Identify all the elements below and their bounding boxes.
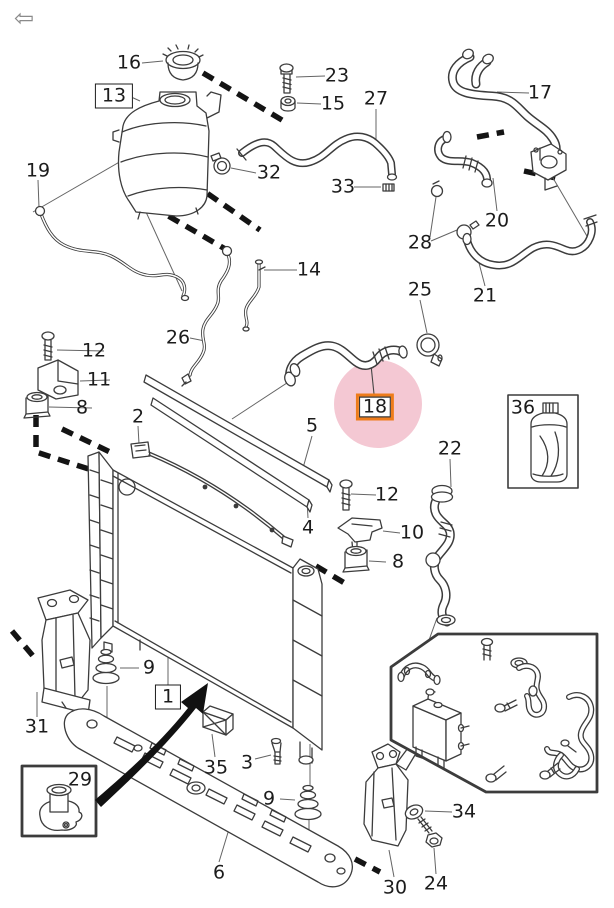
expansion-tank-drawing xyxy=(112,44,222,220)
nut-8-left-drawing xyxy=(23,391,51,419)
bolt-24-drawing xyxy=(417,816,443,848)
mount-9-lower-drawing xyxy=(294,784,322,821)
hose-21-drawing xyxy=(462,214,598,270)
coolant-bottle-box xyxy=(507,394,579,489)
hose-27-drawing xyxy=(236,132,398,181)
callout-19[interactable]: 19 xyxy=(25,159,51,182)
hose-22-drawing xyxy=(425,484,456,627)
callout-14[interactable]: 14 xyxy=(296,258,322,281)
bolt-23-drawing xyxy=(279,63,294,94)
aux-cooler-inset-box xyxy=(389,632,599,794)
hose-18-drawing xyxy=(284,341,408,387)
radiator-drawing xyxy=(87,451,323,765)
bolt-12-right-drawing xyxy=(339,479,353,511)
nut-15-drawing xyxy=(280,95,296,112)
callout-29[interactable]: 29 xyxy=(67,768,93,791)
callout-2[interactable]: 2 xyxy=(131,405,145,428)
callout-30[interactable]: 30 xyxy=(382,876,408,899)
hose-17-drawing xyxy=(447,48,561,169)
callout-32[interactable]: 32 xyxy=(256,161,282,184)
callout-13[interactable]: 13 xyxy=(94,83,134,109)
crossmember-6-drawing xyxy=(63,708,353,888)
callout-20[interactable]: 20 xyxy=(484,209,510,232)
hose-20-drawing xyxy=(434,130,493,188)
washer-34-drawing xyxy=(404,804,424,820)
plug-33-drawing xyxy=(382,183,395,192)
callout-3[interactable]: 3 xyxy=(240,751,254,774)
nut-8-right-drawing xyxy=(342,545,370,573)
clamp-25-drawing xyxy=(416,333,443,367)
mount-9-upper-drawing xyxy=(92,648,120,685)
pipe-26-drawing xyxy=(181,245,233,387)
bracket-11-drawing xyxy=(37,359,79,400)
callout-18-selected[interactable]: 18 xyxy=(355,393,395,421)
callout-24[interactable]: 24 xyxy=(423,872,449,895)
callout-31[interactable]: 31 xyxy=(24,715,50,738)
part-35-drawing xyxy=(202,705,234,736)
clamp-32-drawing xyxy=(210,152,231,175)
callout-1[interactable]: 1 xyxy=(154,684,182,710)
callout-35[interactable]: 35 xyxy=(203,756,229,779)
callout-27[interactable]: 27 xyxy=(363,87,389,110)
callout-17[interactable]: 17 xyxy=(527,81,553,104)
callout-8-left[interactable]: 8 xyxy=(75,396,89,419)
trim-strip-4-drawing xyxy=(150,397,313,513)
callout-9-upper[interactable]: 9 xyxy=(142,656,156,679)
drain-plug-3-drawing xyxy=(270,737,282,765)
leader-18 xyxy=(370,364,375,395)
callout-33[interactable]: 33 xyxy=(330,175,356,198)
callout-26[interactable]: 26 xyxy=(165,326,191,349)
hose-19-drawing xyxy=(34,205,190,302)
callout-36[interactable]: 36 xyxy=(510,396,536,419)
callout-12-right[interactable]: 12 xyxy=(374,483,400,506)
back-arrow-icon[interactable]: ⇦ xyxy=(14,4,35,32)
bolt-12-left-drawing xyxy=(41,331,55,361)
bracket-30-drawing xyxy=(363,743,419,847)
callout-22[interactable]: 22 xyxy=(437,437,463,460)
callout-34[interactable]: 34 xyxy=(451,800,477,823)
callout-23[interactable]: 23 xyxy=(324,64,350,87)
callout-9-lower[interactable]: 9 xyxy=(262,787,276,810)
callout-25[interactable]: 25 xyxy=(407,278,433,301)
callout-11[interactable]: 11 xyxy=(86,368,112,391)
callout-15[interactable]: 15 xyxy=(320,92,346,115)
bracket-31-drawing xyxy=(37,589,91,715)
grommet-box-29 xyxy=(20,764,98,838)
wire-2-drawing xyxy=(130,441,294,548)
callout-5[interactable]: 5 xyxy=(305,414,319,437)
callout-10[interactable]: 10 xyxy=(399,521,425,544)
callout-28[interactable]: 28 xyxy=(407,231,433,254)
pipe-14-drawing xyxy=(242,259,266,332)
callout-4[interactable]: 4 xyxy=(301,516,315,539)
thermostat-housing-drawing xyxy=(530,143,567,191)
pointer-arrow xyxy=(95,683,208,807)
callout-21[interactable]: 21 xyxy=(472,284,498,307)
callout-6[interactable]: 6 xyxy=(212,861,226,884)
callout-16[interactable]: 16 xyxy=(116,51,142,74)
callout-8-right[interactable]: 8 xyxy=(391,550,405,573)
trim-strip-5-drawing xyxy=(143,374,333,493)
callout-12-left[interactable]: 12 xyxy=(81,339,107,362)
